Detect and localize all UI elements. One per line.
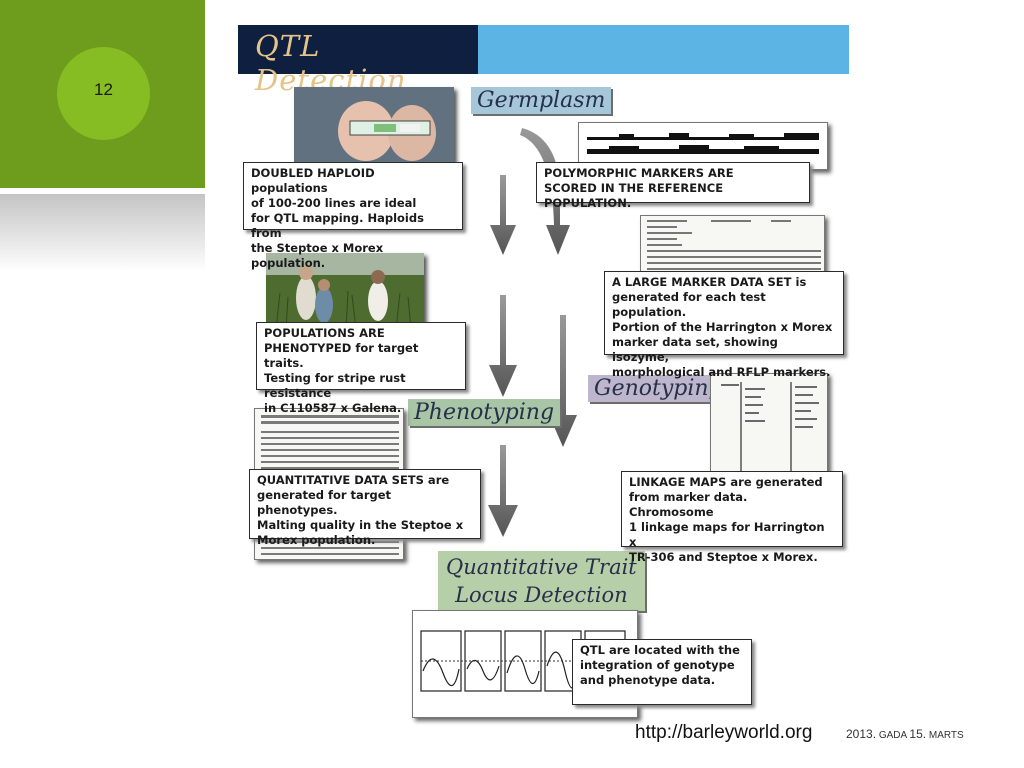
stage-germplasm: Germplasm [471, 87, 612, 114]
stage-qtl-detection: Quantitative Trait Locus Detection [438, 551, 645, 611]
slide-number-badge: 12 [57, 47, 150, 140]
slide-footer-date: 2013. gada 15. marts [846, 727, 964, 741]
field-phenotyping-photo [266, 253, 424, 329]
tubes-image [294, 87, 454, 167]
caption-quantitative-data: QUANTITATIVE DATA SETS are generated for… [249, 469, 481, 547]
caption-linkage-maps: LINKAGE MAPS are generated from marker d… [621, 471, 843, 564]
qtl-detection-diagram: QTL Detection Germplasm Phenotyping Geno… [238, 25, 850, 725]
arrow-phenotype-down [489, 295, 517, 397]
stage-phenotyping: Phenotyping [408, 399, 561, 426]
arrow-germplasm-down [490, 175, 516, 255]
arrow-genotype-down [549, 315, 577, 447]
gel-bands [584, 129, 824, 165]
footer-month: marts [928, 730, 964, 741]
caption-qtl-located: QTL are located with the integration of … [572, 639, 752, 705]
linkage-map-lines [721, 382, 819, 478]
source-url: http://barleyworld.org [635, 722, 813, 743]
haploid-tubes-photo [294, 87, 454, 167]
arrow-to-qtl [488, 445, 518, 537]
field-image [266, 253, 424, 329]
caption-phenotyped: POPULATIONS ARE PHENOTYPED for target tr… [256, 322, 466, 415]
caption-doubled-haploid: DOUBLED HAPLOID populations of 100-200 l… [243, 162, 463, 270]
caption-polymorphic-markers: POLYMORPHIC MARKERS ARE SCORED IN THE RE… [536, 162, 810, 210]
flow-arrows [488, 128, 577, 537]
qtl-stage-line-1: Quantitative Trait [446, 555, 637, 579]
arrow-germplasm-curve [520, 128, 570, 255]
qtl-stage-line-2: Locus Detection [455, 583, 628, 607]
footer-gada: gada [878, 730, 907, 741]
accent-gradient [0, 194, 205, 272]
slide-number: 12 [94, 79, 113, 99]
linkage-map-printout [710, 373, 828, 483]
footer-year: 2013. [846, 727, 877, 741]
footer-day: 15. [909, 727, 927, 741]
caption-marker-data-set: A LARGE MARKER DATA SET is generated for… [604, 271, 844, 379]
stage-genotyping: Genotyping [588, 375, 729, 402]
